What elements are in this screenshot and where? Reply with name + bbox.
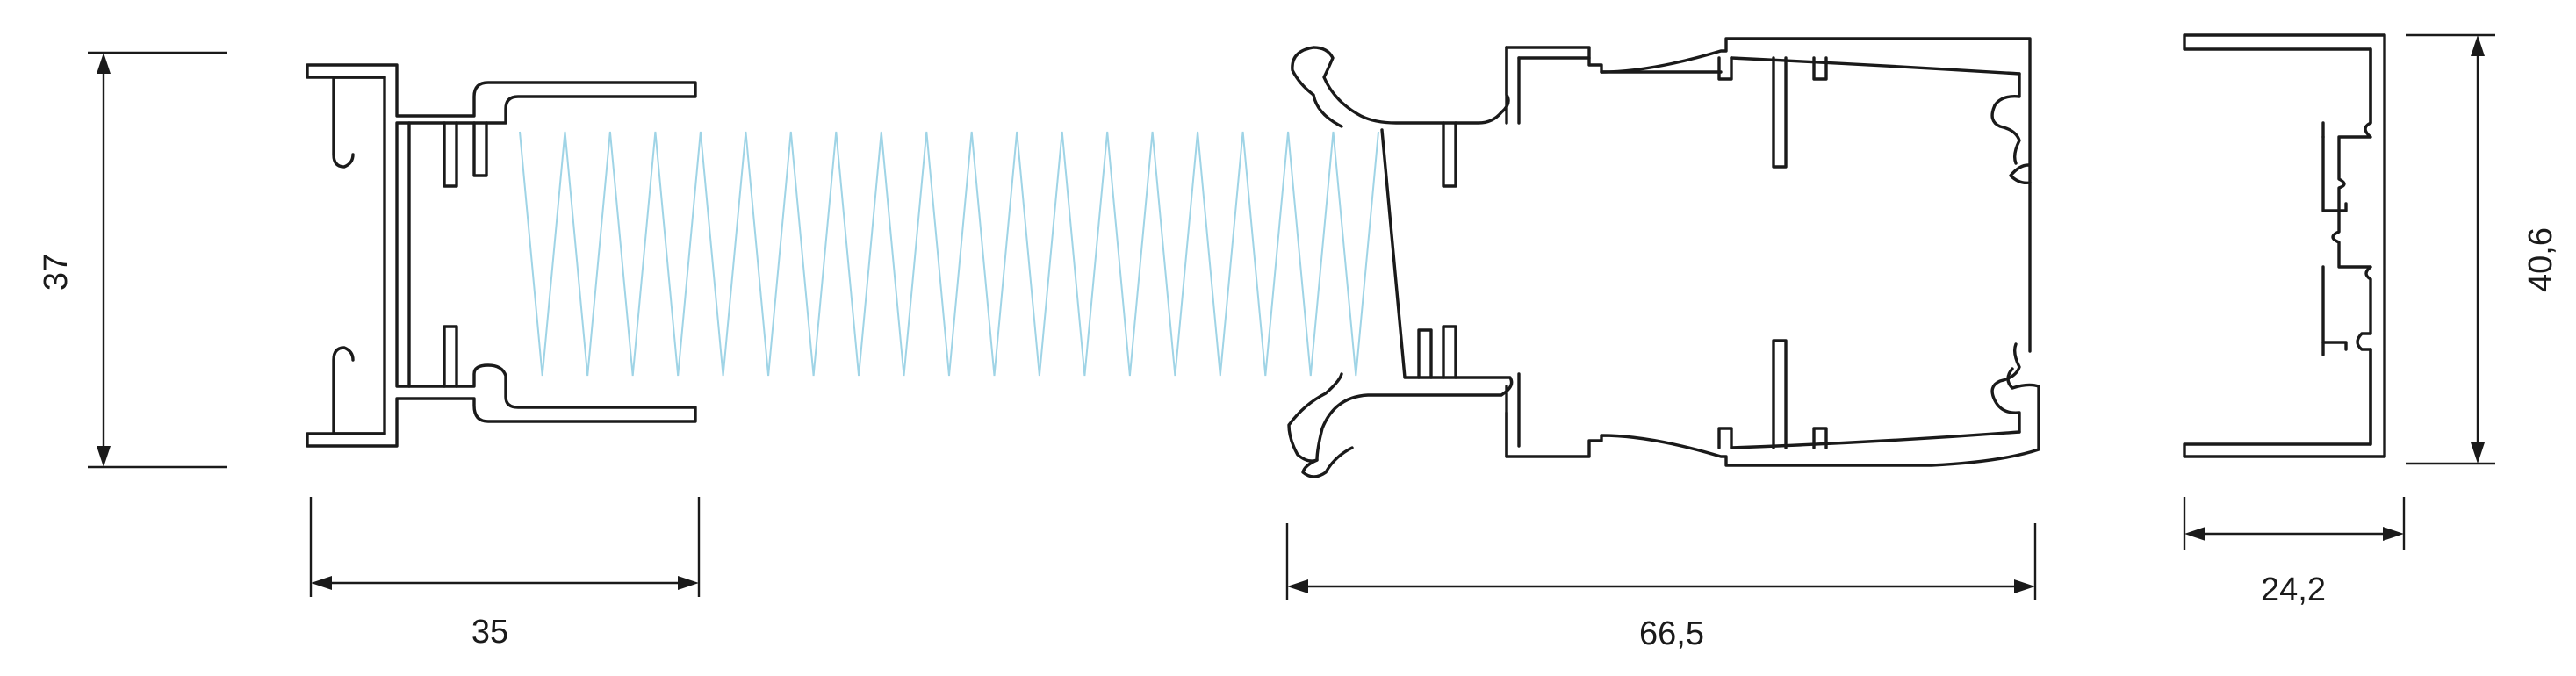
arrow-head [2383, 527, 2404, 541]
right-channel-web [2321, 47, 2372, 446]
left-rail-outer-outline [306, 63, 697, 448]
right-width-dimension: 24,2 [2183, 497, 2406, 608]
left-height-label: 37 [38, 254, 75, 291]
middle-width-dimension: 66,5 [1285, 523, 2037, 652]
middle-bottom-rail [1730, 430, 2021, 449]
left-rail-fin [443, 325, 458, 388]
arrow-head [2014, 579, 2035, 593]
middle-inner-top-wall [1517, 56, 1723, 74]
right-channel-outline [2183, 33, 2386, 458]
mesh-zigzag [519, 131, 1379, 377]
middle-main-box-bottom [1505, 367, 2040, 467]
left-rail-fin [443, 121, 458, 188]
arrow-head [97, 446, 111, 467]
left-rail-top-hook [332, 76, 386, 169]
arrow-head [1287, 579, 1308, 593]
left-width-dimension: 35 [309, 497, 701, 651]
right-channel-profile [2183, 33, 2386, 458]
arrow-head [678, 576, 699, 590]
middle-front-outline [1287, 128, 1514, 463]
middle-top-hook [1291, 46, 1510, 128]
middle-top-rail [1730, 56, 2021, 76]
left-rail-fin [472, 121, 488, 177]
arrow-head [97, 53, 111, 74]
arrow-head [2471, 442, 2485, 464]
middle-fin [1772, 339, 1788, 449]
middle-inner-partition [1505, 46, 1521, 458]
left-height-dimension: 37 [38, 51, 227, 469]
right-width-label: 24,2 [2261, 572, 2326, 608]
middle-fin [1717, 56, 1733, 81]
arrow-head [2184, 527, 2205, 541]
middle-fin [1812, 427, 1828, 449]
middle-fin [1772, 56, 1788, 169]
middle-top-curl [1990, 72, 2021, 165]
left-rail-bottom-hook [332, 346, 386, 435]
middle-fin [1417, 328, 1433, 379]
middle-fin [1442, 325, 1457, 379]
left-width-label: 35 [471, 614, 508, 651]
middle-width-label: 66,5 [1639, 615, 1704, 652]
right-height-dimension: 40,6 [2406, 33, 2559, 465]
middle-fin [1717, 427, 1733, 449]
middle-fin [1812, 56, 1828, 81]
middle-bottom-hook [1301, 446, 1354, 478]
arrow-head [311, 576, 332, 590]
arrow-head [2471, 35, 2485, 56]
right-channel-inner [2321, 135, 2348, 351]
left-rail-profile [306, 63, 697, 448]
pleated-mesh [519, 131, 1379, 377]
right-height-label: 40,6 [2522, 227, 2559, 292]
middle-fin [1442, 121, 1457, 188]
middle-bottom-curl [1990, 342, 2021, 434]
middle-handle-profile [1287, 37, 2040, 478]
